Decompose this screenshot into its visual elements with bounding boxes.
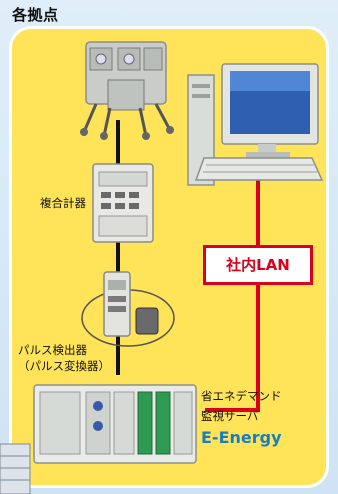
- pulse-detector-icon: [81, 271, 175, 347]
- lan-line: [205, 160, 260, 412]
- server-description: 省エネデマンド 監視サーバ: [201, 386, 282, 426]
- desktop-computer-icon: [187, 63, 324, 186]
- transformer-icon: [80, 41, 174, 140]
- e-energy-server-icon: [33, 384, 197, 464]
- composite-meter-icon: [92, 163, 154, 243]
- pulse-detector-label-line1: パルス検出器: [18, 343, 87, 357]
- composite-meter-label: 複合計器: [40, 196, 86, 210]
- building-icon: [0, 443, 31, 494]
- server-desc-line2: 監視サーバ: [201, 409, 259, 423]
- pulse-detector-label: パルス検出器 （パルス変換器）: [18, 342, 110, 374]
- server-brand: E-Energy: [201, 428, 282, 447]
- server-desc-line1: 省エネデマンド: [201, 389, 282, 403]
- page-title: 各拠点: [12, 6, 59, 24]
- lan-badge: 社内LAN: [203, 245, 313, 285]
- pulse-detector-label-line2: （パルス変換器）: [18, 359, 110, 373]
